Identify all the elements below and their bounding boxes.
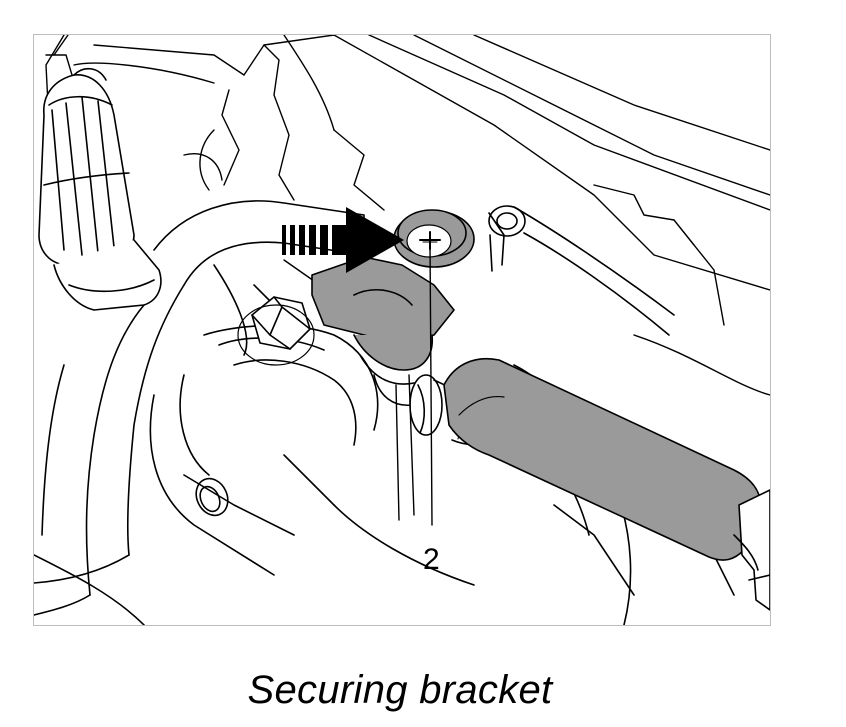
callout-label-2: 2 — [423, 543, 440, 576]
gray-hose — [443, 358, 770, 611]
screw-2 — [393, 209, 475, 268]
line-drawing — [34, 35, 770, 625]
figure-caption: Securing bracket — [247, 668, 553, 712]
technical-illustration: 2 — [33, 34, 771, 626]
direction-arrow — [282, 207, 404, 273]
hose-connector — [38, 67, 162, 311]
rivet-boss — [195, 477, 229, 517]
background-structure — [45, 35, 770, 396]
hex-bolt — [237, 296, 315, 366]
securing-bracket — [311, 256, 455, 406]
vent-tube — [488, 205, 675, 336]
callout-leader-2 — [395, 244, 433, 526]
coolant-pipe — [34, 200, 365, 625]
